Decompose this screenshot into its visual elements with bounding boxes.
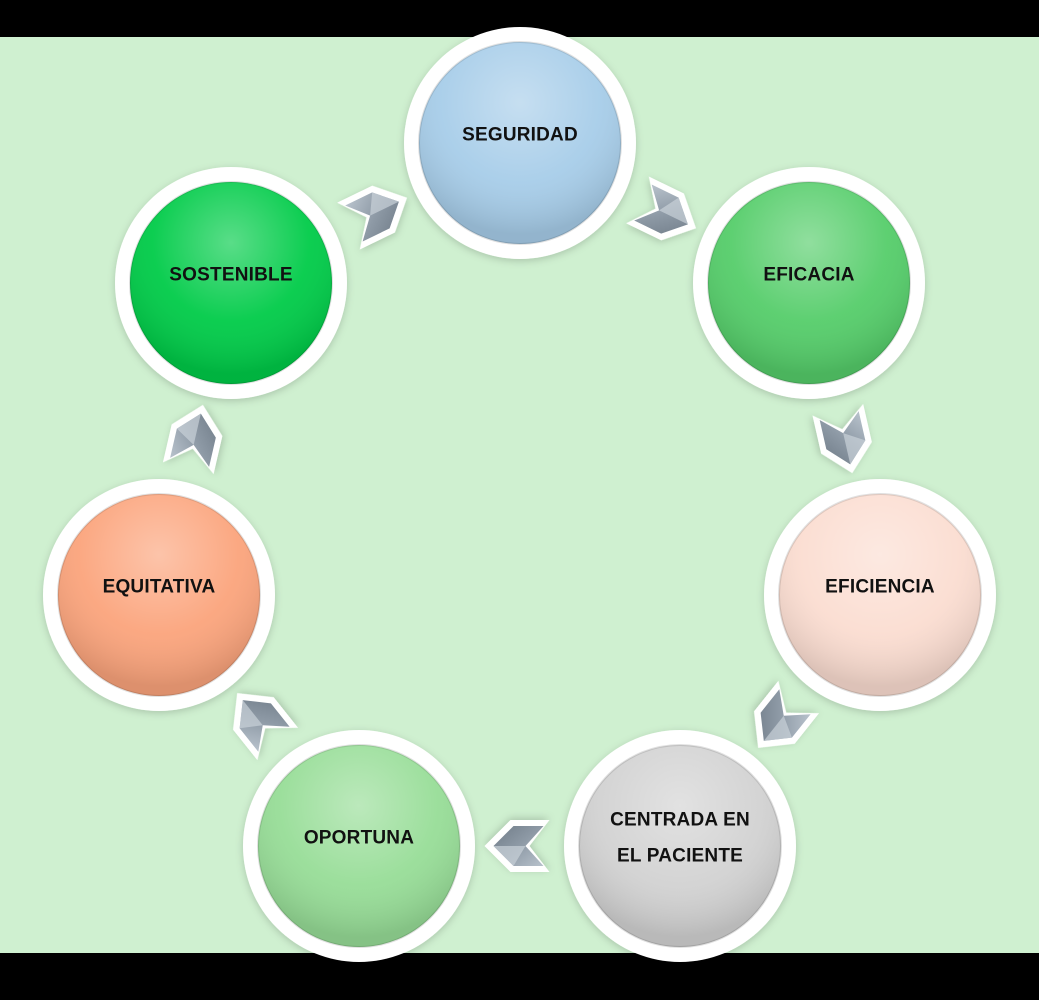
node-eficacia: EFICACIA	[693, 167, 925, 399]
arrows-layer	[162, 176, 872, 872]
node-label: EFICACIA	[763, 265, 854, 286]
node-gloss	[579, 745, 781, 947]
chevron-arrow-icon	[484, 820, 550, 872]
node-gloss	[779, 494, 981, 696]
node-label: SOSTENIBLE	[169, 265, 292, 286]
node-centrada: CENTRADA EN EL PACIENTE	[564, 730, 796, 962]
node-gloss	[130, 182, 332, 384]
node-gloss	[419, 42, 621, 244]
chevron-arrow-icon	[812, 403, 872, 474]
node-sostenible: SOSTENIBLE	[115, 167, 347, 399]
chevron-arrow-icon	[233, 693, 299, 761]
chevron-arrow-icon	[162, 404, 223, 475]
node-label: OPORTUNA	[304, 828, 414, 849]
node-oportuna: OPORTUNA	[243, 730, 475, 962]
node-label: EL PACIENTE	[617, 846, 743, 867]
node-seguridad: SEGURIDAD	[404, 27, 636, 259]
node-eficiencia: EFICIENCIA	[764, 479, 996, 711]
node-label: EQUITATIVA	[103, 577, 216, 598]
node-gloss	[58, 494, 260, 696]
chevron-arrow-icon	[337, 185, 407, 250]
bottom-letterbox-bar	[0, 953, 1039, 1000]
node-label: SEGURIDAD	[462, 125, 578, 146]
nodes-layer: SEGURIDAD EFICACIA EFICIENCIA CENTRADA EN EL…	[43, 27, 996, 962]
chevron-arrow-icon	[754, 680, 820, 748]
node-equitativa: EQUITATIVA	[43, 479, 275, 711]
node-gloss	[708, 182, 910, 384]
node-label: CENTRADA EN	[610, 810, 750, 831]
node-gloss	[258, 745, 460, 947]
chevron-arrow-icon	[626, 176, 696, 241]
node-label: EFICIENCIA	[825, 577, 935, 598]
